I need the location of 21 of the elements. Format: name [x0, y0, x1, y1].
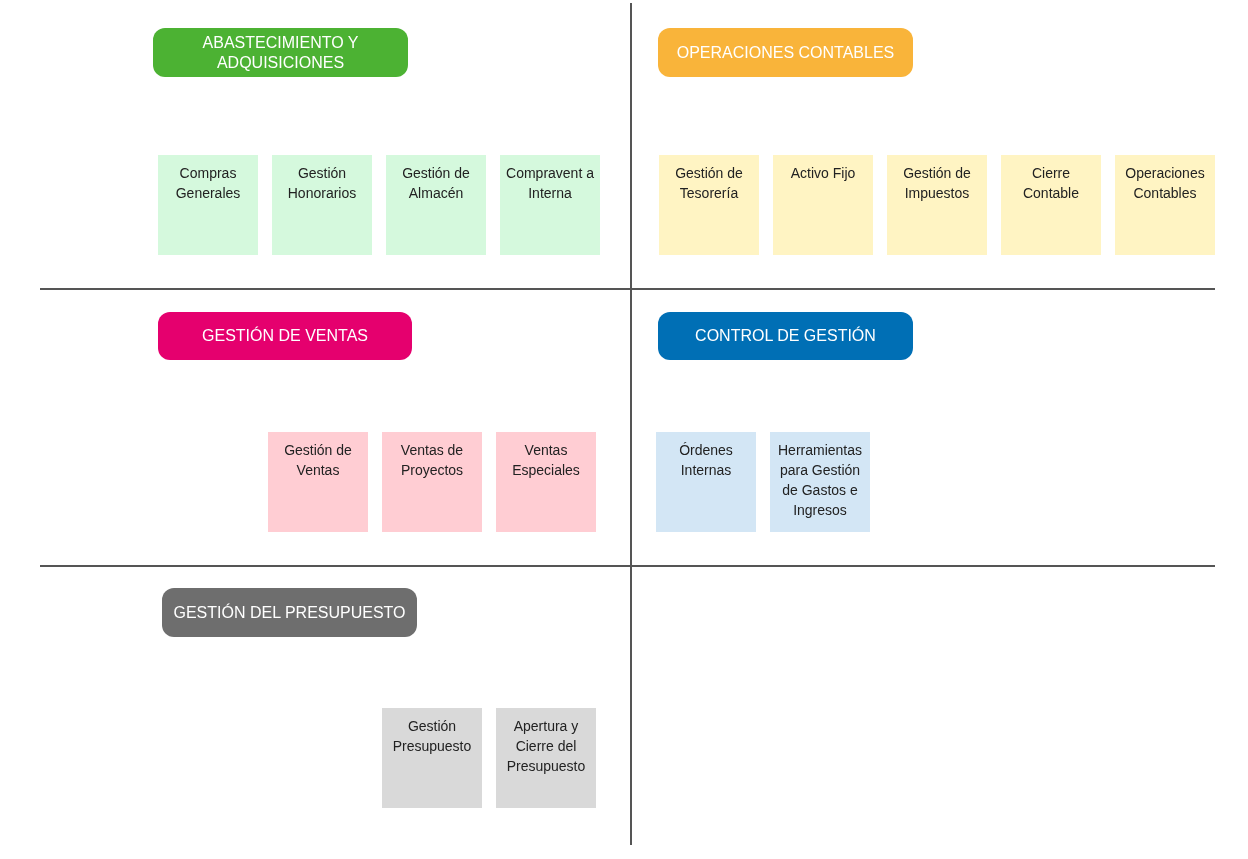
- sticky-note: Compras Generales: [158, 155, 258, 255]
- category-header: OPERACIONES CONTABLES: [658, 28, 913, 77]
- sticky-note: Activo Fijo: [773, 155, 873, 255]
- sticky-note: Gestión Honorarios: [272, 155, 372, 255]
- sticky-note: Ventas Especiales: [496, 432, 596, 532]
- category-header: GESTIÓN DEL PRESUPUESTO: [162, 588, 417, 637]
- category-header: CONTROL DE GESTIÓN: [658, 312, 913, 360]
- sticky-note: Operaciones Contables: [1115, 155, 1215, 255]
- category-header: ABASTECIMIENTO Y ADQUISICIONES: [153, 28, 408, 77]
- sticky-note: Gestión de Impuestos: [887, 155, 987, 255]
- sticky-note: Gestión de Almacén: [386, 155, 486, 255]
- sticky-note: Compravent a Interna: [500, 155, 600, 255]
- sticky-note: Gestión de Ventas: [268, 432, 368, 532]
- sticky-note: Órdenes Internas: [656, 432, 756, 532]
- sticky-note: Cierre Contable: [1001, 155, 1101, 255]
- sticky-note: Herramientas para Gestión de Gastos e Ingresos: [770, 432, 870, 532]
- sticky-note: Ventas de Proyectos: [382, 432, 482, 532]
- category-header: GESTIÓN DE VENTAS: [158, 312, 412, 360]
- sticky-note: Gestión de Tesorería: [659, 155, 759, 255]
- sticky-note: Gestión Presupuesto: [382, 708, 482, 808]
- sticky-note: Apertura y Cierre del Presupuesto: [496, 708, 596, 808]
